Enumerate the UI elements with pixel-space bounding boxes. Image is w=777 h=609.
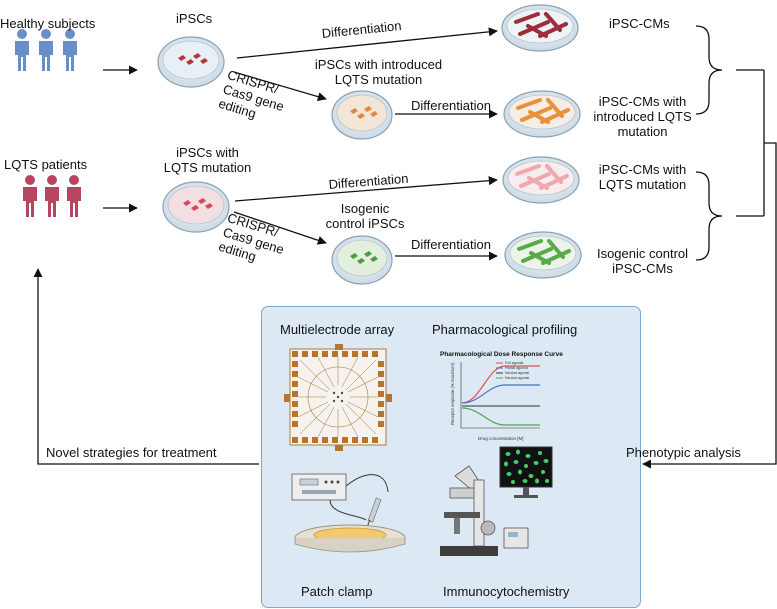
legend-3: Neutral agonist bbox=[505, 376, 529, 380]
arrow-diff-healthy bbox=[236, 27, 498, 59]
petri-dish-lqts-cms bbox=[502, 156, 580, 204]
label-ipscs-introduced: iPSCs with introduced LQTS mutation bbox=[314, 57, 443, 87]
label-introduced-cms: iPSC-CMs with introduced LQTS mutation bbox=[593, 94, 692, 139]
label-differentiation-2: Differentiation bbox=[411, 98, 491, 113]
curve-inverse-agonist bbox=[461, 407, 540, 426]
dose-chart-title: Pharmacological Dose Response Curve bbox=[440, 351, 563, 358]
petri-dish-ipscs-lqts bbox=[162, 181, 230, 233]
petri-dish-isogenic-ipscs bbox=[331, 235, 393, 285]
brace-top bbox=[695, 25, 723, 115]
label-pharmacological-profiling: Pharmacological profiling bbox=[432, 322, 578, 337]
mea-chip-icon bbox=[284, 344, 392, 451]
patch-clamp-rig-icon bbox=[291, 473, 406, 553]
legend-2: Neutral agonist bbox=[505, 371, 529, 375]
label-ipsc-cms: iPSC-CMs bbox=[609, 16, 670, 31]
legend-1: Partial agonist bbox=[505, 366, 528, 370]
label-novel-strategies: Novel strategies for treatment bbox=[46, 445, 217, 460]
petri-dish-ipscs-introduced bbox=[331, 90, 393, 140]
petri-dish-introduced-cms bbox=[503, 90, 581, 138]
petri-dish-isogenic-cms bbox=[504, 231, 582, 279]
dose-chart-xlabel: Drug concentration [M] bbox=[478, 436, 524, 441]
curve-full-agonist bbox=[461, 365, 540, 404]
arrow-crispr-lqts bbox=[233, 211, 327, 245]
arrow-crispr-healthy bbox=[233, 71, 327, 102]
arrow-novel-strategies bbox=[33, 268, 259, 465]
label-differentiation-4: Differentiation bbox=[411, 237, 491, 252]
label-lqts-patients: LQTS patients bbox=[4, 157, 88, 172]
brace-bottom bbox=[695, 171, 723, 261]
label-immunocytochemistry: Immunocytochemistry bbox=[443, 584, 570, 599]
healthy-people-icon bbox=[15, 29, 77, 71]
lqts-people-icon bbox=[23, 175, 81, 217]
microscope-icon bbox=[440, 446, 553, 556]
dose-chart-ylabel: Receptor response (% maximum) bbox=[450, 362, 455, 425]
petri-dish-ipsc-cms bbox=[501, 4, 579, 52]
label-isogenic-ipscs: Isogenic control iPSCs bbox=[325, 201, 405, 231]
label-ipscs: iPSCs bbox=[176, 11, 213, 26]
curve-partial-agonist bbox=[461, 384, 540, 404]
dose-curve-icon: Pharmacological Dose Response Curve Full… bbox=[440, 351, 563, 441]
label-ipscs-lqts: iPSCs with LQTS mutation bbox=[163, 145, 252, 175]
label-lqts-cms: iPSC-CMs with LQTS mutation bbox=[598, 162, 687, 192]
label-healthy-subjects: Healthy subjects bbox=[0, 16, 96, 31]
label-isogenic-cms: Isogenic control iPSC-CMs bbox=[596, 246, 689, 276]
label-multielectrode-array: Multielectrode array bbox=[280, 322, 395, 337]
label-phenotypic-analysis: Phenotypic analysis bbox=[626, 445, 741, 460]
legend-0: Full agonist bbox=[505, 361, 523, 365]
label-patch-clamp: Patch clamp bbox=[301, 584, 373, 599]
petri-dish-ipscs bbox=[157, 36, 225, 88]
arrow-to-phenotypic-analysis bbox=[642, 142, 777, 469]
arrow-diff-lqts bbox=[234, 176, 498, 202]
